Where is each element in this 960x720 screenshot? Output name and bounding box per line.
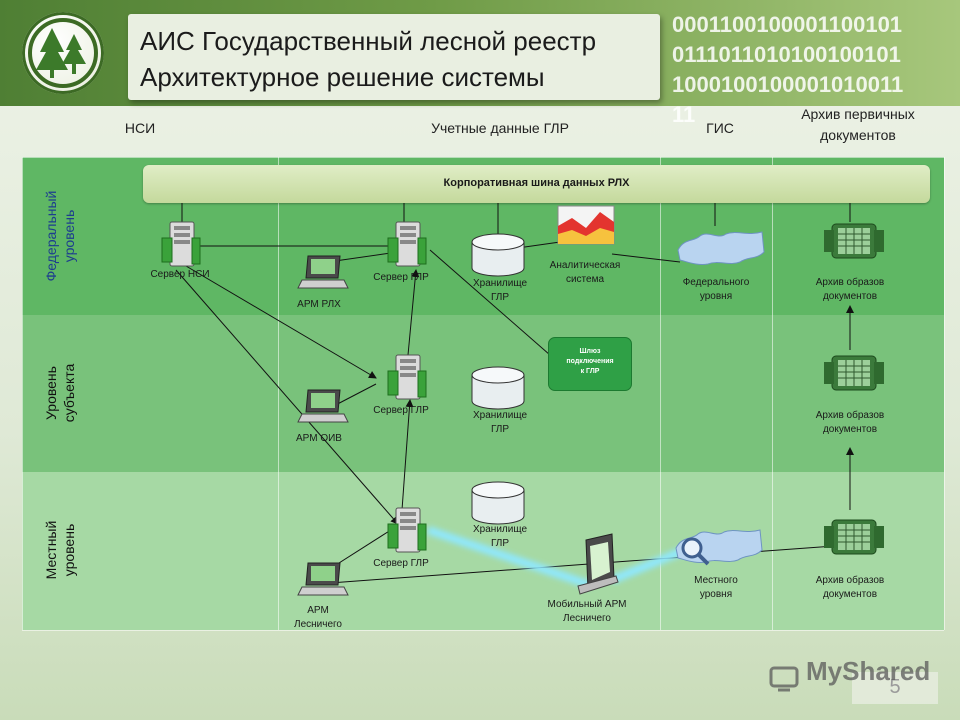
label-server-glr-subject: Сервер ГЛР [373,405,429,416]
archive-local-icon [823,519,885,555]
label-archive-local: Архив образов документов [800,574,900,602]
label-archive-local-line1: Архив образов [815,575,885,586]
grid-line [944,157,945,630]
label-storage-subject-line2: ГЛР [490,424,510,435]
label-gis-local-line2: уровня [699,589,733,600]
label-archive-subject-line2: документов [822,424,878,435]
label-storage-federal-line2: ГЛР [490,292,510,303]
server-glr-federal-icon [387,221,427,267]
label-analytics: Аналитическая система [540,259,630,287]
column-header-gis: ГИС [706,120,734,136]
column-header-nsi: НСИ [124,120,156,136]
column-header-archive-line1: Архив первичных [801,106,915,122]
label-gis-local: Местного уровня [670,574,762,602]
gis-federal-map-icon [677,231,765,266]
label-server-nsi: Сервер НСИ [150,269,210,280]
myshared-logo-icon [769,666,799,692]
label-storage-federal-line1: Хранилище [473,278,527,289]
label-gis-federal-line2: уровня [699,291,733,302]
label-arm-forester-line1: АРМ [307,605,329,616]
binary-line-2: 0111011010100100101 [672,42,901,67]
header-banner: АИС Государственный лесной реестр Архите… [0,0,960,127]
analytics-chart-icon [557,205,615,245]
glr-gateway-label: Шлюз подключения к ГЛР [566,348,614,375]
binary-line-4: 11 [672,102,696,127]
storage-subject-icon [471,366,525,410]
binary-decoration: 0001100100001100101 0111011010100100101 … [672,10,960,130]
column-header-archive: Архив первичных документов [778,104,938,146]
server-nsi-icon [161,221,201,267]
grid-line [22,630,944,631]
label-archive-subject-line1: Архив образов [815,410,885,421]
mobile-arm-device-icon [577,533,619,595]
label-gis-local-line1: Местного [694,575,738,586]
wireless-link-server [426,526,592,589]
label-archive-local-line2: документов [822,589,878,600]
label-arm-forester: АРМ Лесничего [278,604,358,632]
page-subtitle: Архитектурное решение системы [140,62,545,92]
connector-glr-loc-sub [401,399,414,511]
grid-line [772,157,773,630]
label-arm-forester-line2: Лесничего [294,619,342,630]
label-archive-federal: Архив образов документов [800,276,900,304]
label-server-glr-federal: Сервер ГЛР [373,272,429,283]
binary-line-3: 1000100100001010011 [672,72,904,97]
column-header-accounting: Учетные данные ГЛР [431,120,569,136]
label-storage-federal: Хранилище ГЛР [460,277,540,305]
glr-gateway-box: Шлюз подключения к ГЛР [548,337,632,391]
title-plate: АИС Государственный лесной реестр Архите… [128,14,660,100]
label-analytics-line2: система [565,274,605,285]
arm-rlh-laptop-icon [297,255,349,289]
arm-oiv-laptop-icon [297,389,349,423]
label-gis-federal-line1: Федерального [682,277,750,288]
connector-nsi-glr-loc [175,269,399,525]
label-archive-subject: Архив образов документов [800,409,900,437]
connector-glr-gateway [429,249,559,363]
label-gis-federal: Федерального уровня [670,276,762,304]
label-mobile-arm-line2: Лесничего [563,613,611,624]
grid-line [22,157,23,630]
label-storage-subject: Хранилище ГЛР [460,409,540,437]
label-arm-oiv: АРМ ОИВ [296,433,342,444]
page-number-box: 5 [852,672,938,704]
label-mobile-arm: Мобильный АРМ Лесничего [535,598,639,626]
label-storage-local-line2: ГЛР [490,538,510,549]
archive-subject-icon [823,355,885,391]
connector-nsi-glr-sub [185,265,377,379]
connector-analytics-gis [611,253,681,263]
label-arm-rlh: АРМ РЛХ [297,299,341,310]
grid-line [660,157,661,630]
column-header-archive-line2: документов [820,127,896,143]
label-archive-federal-line2: документов [822,291,878,302]
label-server-glr-local: Сервер ГЛР [373,558,429,569]
grid-line [22,157,944,158]
server-glr-subject-icon [387,354,427,400]
label-storage-local: Хранилище ГЛР [460,523,540,551]
corporate-data-bus-label: Корпоративная шина данных РЛХ [443,177,630,189]
storage-federal-icon [471,233,525,277]
label-storage-local-line1: Хранилище [473,524,527,535]
archive-federal-icon [823,223,885,259]
label-archive-federal-line1: Архив образов [815,277,885,288]
arm-forester-laptop-icon [297,562,349,596]
label-analytics-line1: Аналитическая [549,260,621,271]
corporate-data-bus: Корпоративная шина данных РЛХ [143,165,930,203]
forest-registry-logo [22,12,104,94]
page-title: АИС Государственный лесной реестр [140,26,597,56]
page-number: 5 [889,676,901,698]
server-glr-local-icon [387,507,427,553]
label-storage-subject-line1: Хранилище [473,410,527,421]
binary-line-1: 0001100100001100101 [672,12,903,37]
storage-local-icon [471,481,525,525]
watermark-text: MyShared [806,656,931,686]
connector-glr-sub-fed [407,269,420,356]
label-mobile-arm-line1: Мобильный АРМ [547,599,627,610]
magnifier-icon [681,537,710,566]
grid-line [278,157,279,630]
